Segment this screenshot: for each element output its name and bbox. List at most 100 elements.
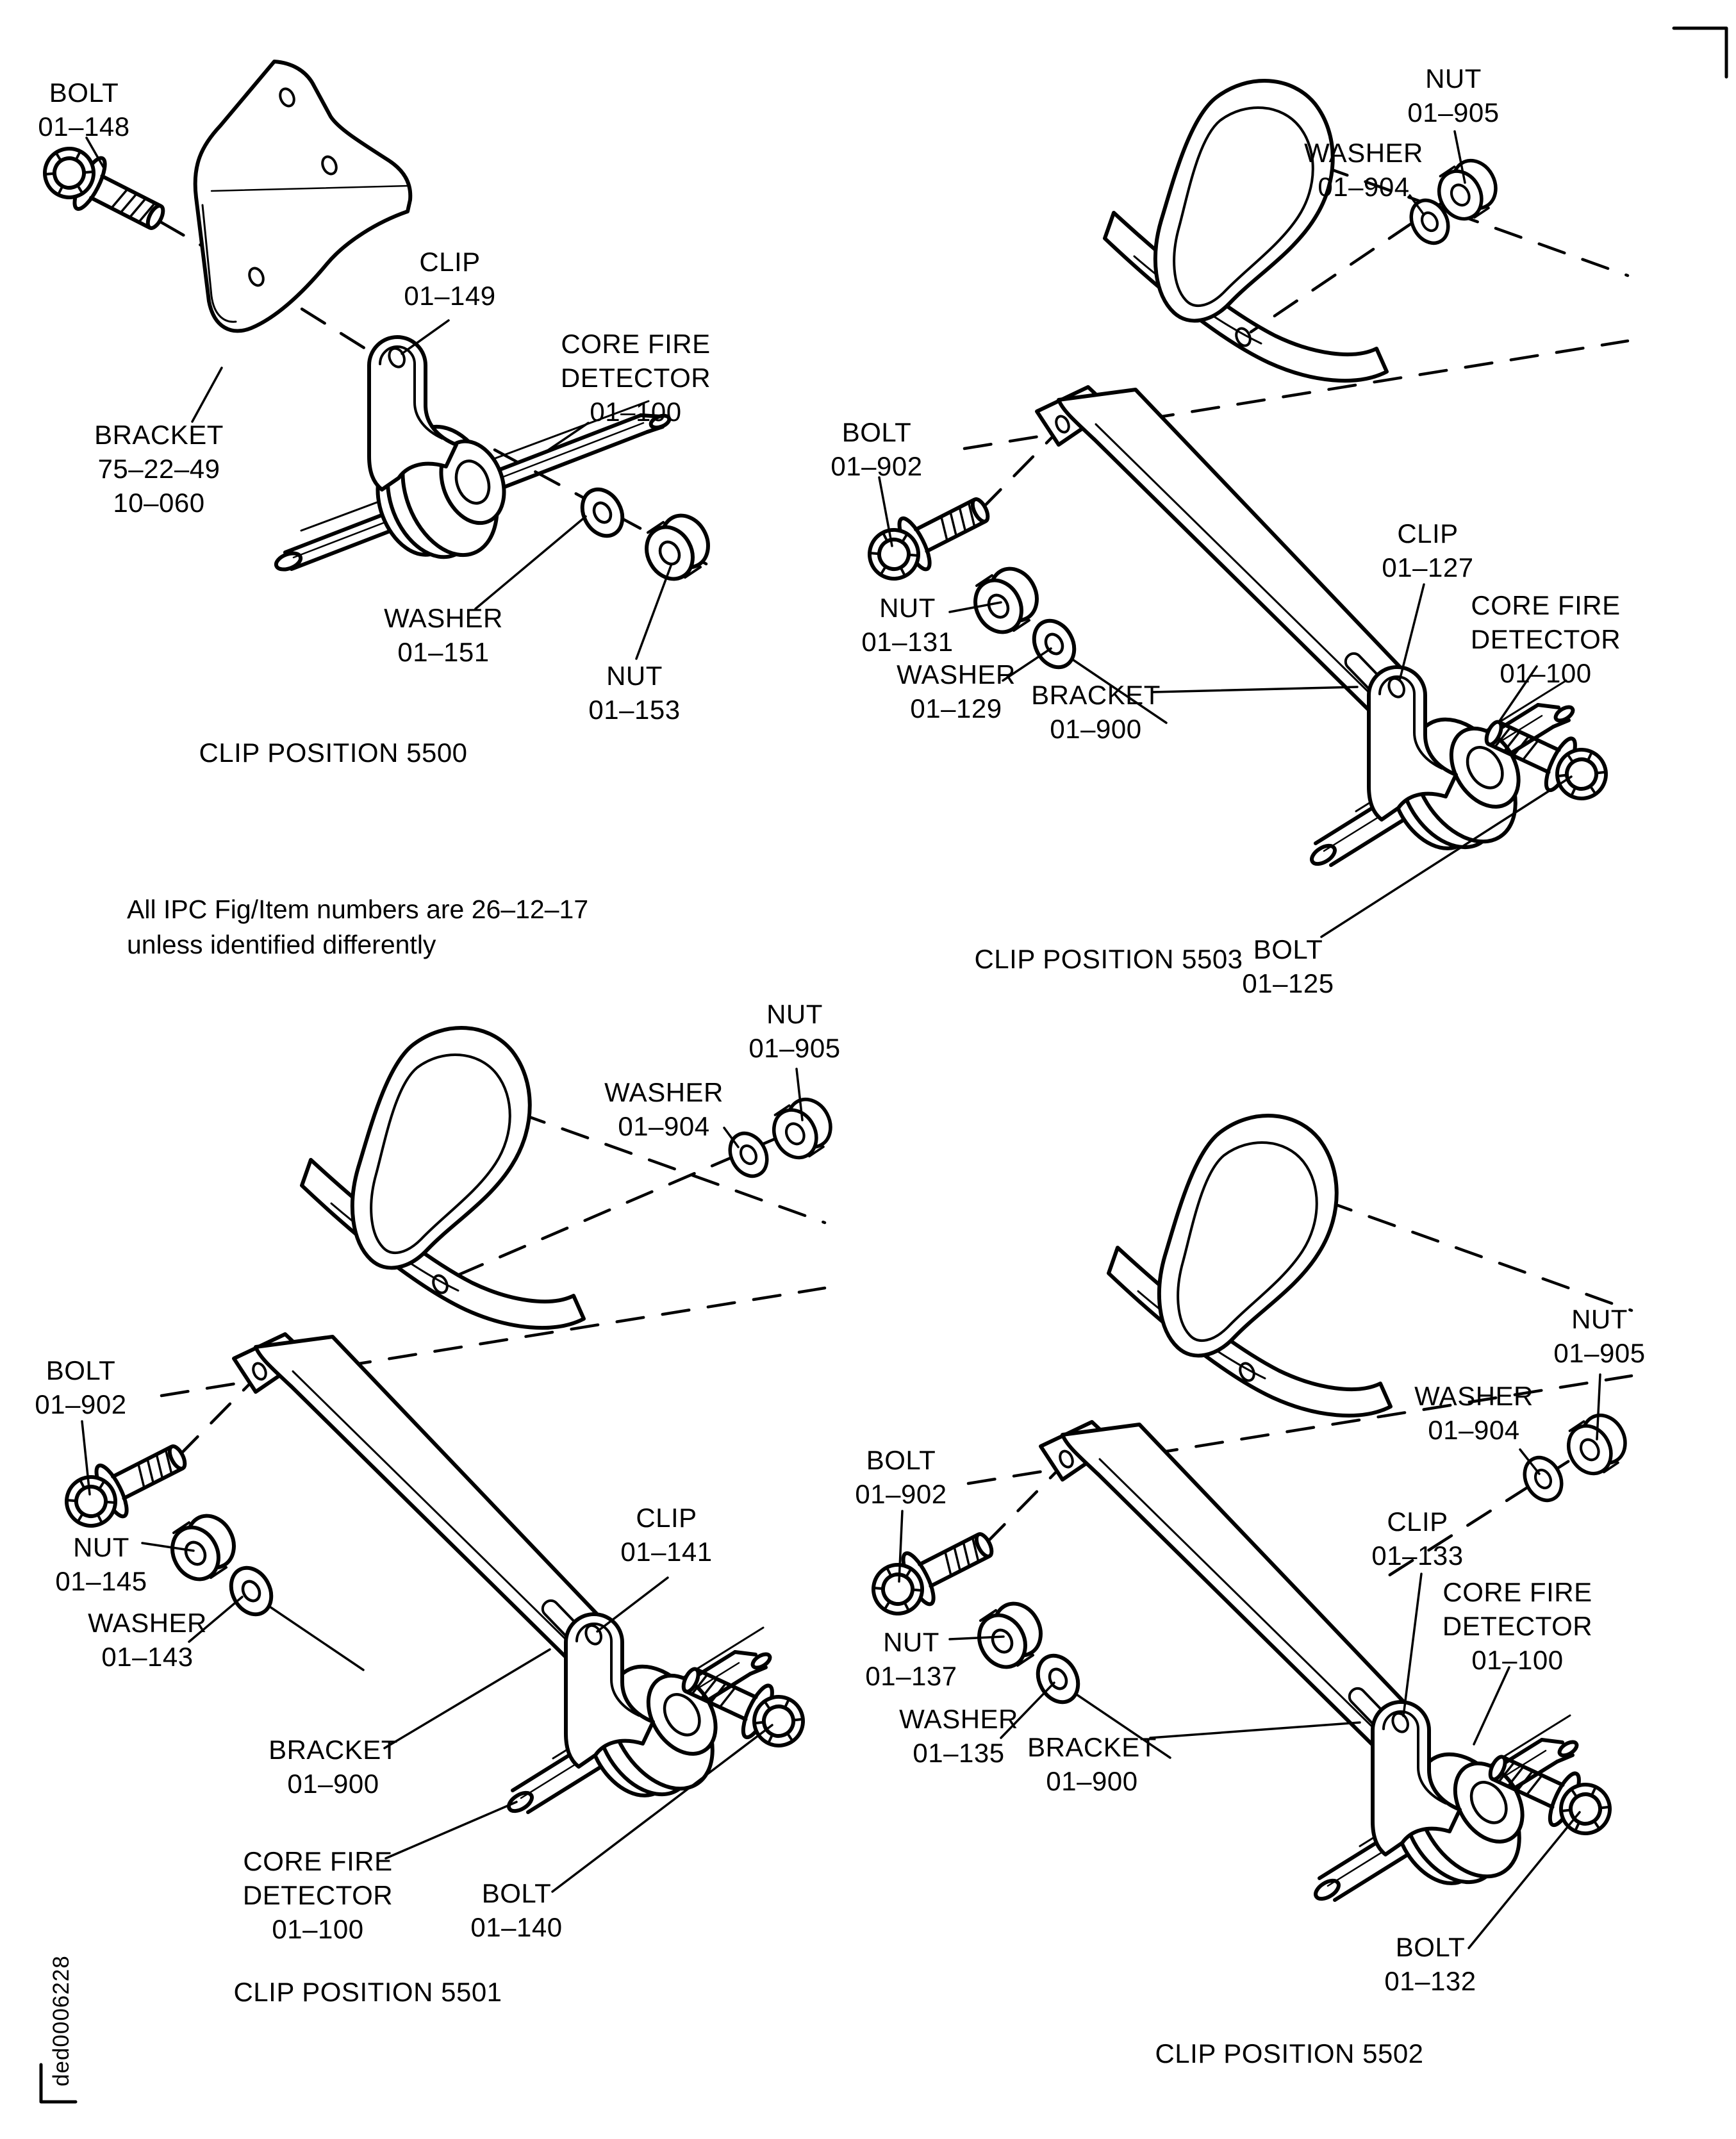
label-line: DETECTOR: [242, 1880, 393, 1910]
q5503-position-title: CLIP POSITION 5503: [974, 944, 1243, 974]
q5501-nut-top-label: NUT 01–905: [748, 997, 840, 1065]
label-line: BOLT: [1395, 1932, 1466, 1962]
leader-lines: [81, 1068, 804, 1893]
label-line: 01–904: [1428, 1415, 1520, 1445]
label-line: 01–148: [38, 111, 130, 142]
q5502-bolt-right-label: BOLT 01–132: [1384, 1930, 1476, 1998]
leader-lines: [898, 1373, 1601, 1949]
document-id: ded0006228: [49, 1955, 74, 2086]
bracket-hole: [321, 155, 338, 176]
label-line: 01–100: [590, 397, 682, 427]
q5500-bolt-label: BOLT 01–148: [38, 76, 129, 144]
label-line: 01–141: [620, 1537, 713, 1567]
label-line: 01–904: [618, 1111, 710, 1141]
q5501-bracket-label: BRACKET 01–900: [269, 1733, 398, 1801]
q5500-nut-label: NUT 01–153: [588, 659, 680, 727]
q5501-bolt-right-label: BOLT 01–140: [470, 1876, 562, 1944]
corner-marks: [39, 26, 1728, 2104]
q5503-core-fire-detector-label: CORE FIRE DETECTOR 01–100: [1471, 588, 1621, 690]
label-line: NUT: [1571, 1304, 1628, 1334]
bracket-plate: [193, 60, 413, 333]
label-line: NUT: [883, 1627, 939, 1657]
label-line: BOLT: [866, 1445, 936, 1475]
q5502-washer-top-label: WASHER 01–904: [1414, 1379, 1533, 1447]
label-line: CLIP: [419, 247, 481, 277]
note-line: All IPC Fig/Item numbers are 26–12–17: [127, 895, 589, 924]
label-line: 10–060: [113, 488, 205, 518]
q5502-bracket-label: BRACKET 01–900: [1027, 1730, 1157, 1798]
bracket-hole: [279, 87, 295, 108]
q5500-clip-label: CLIP 01–149: [404, 245, 495, 313]
label-line: BOLT: [841, 417, 912, 447]
q5503-washer-label: WASHER 01–129: [897, 657, 1016, 725]
q5500-drawing: [35, 60, 717, 660]
q5502-washer-label: WASHER 01–135: [899, 1702, 1018, 1770]
bracket-hole: [248, 267, 265, 287]
label-line: 01–151: [397, 637, 490, 667]
q5501-bolt-left-label: BOLT 01–902: [35, 1353, 126, 1421]
label-line: 01–135: [913, 1738, 1005, 1768]
label-line: CORE FIRE: [561, 329, 711, 359]
label-line: WASHER: [88, 1608, 207, 1638]
q5502-overlay: [898, 1373, 1633, 1949]
label-line: 01–905: [1553, 1338, 1646, 1368]
q5501-overlay: [81, 1068, 839, 1893]
label-line: WASHER: [384, 603, 503, 633]
label-line: BOLT: [481, 1878, 552, 1908]
label-line: 01–100: [1471, 1645, 1564, 1675]
label-line: BOLT: [49, 78, 119, 108]
label-line: 01–900: [287, 1769, 379, 1799]
leader-lines: [878, 130, 1573, 938]
label-line: NUT: [606, 661, 663, 691]
label-line: 01–137: [865, 1661, 957, 1691]
corner-mark-top-right: [1672, 26, 1728, 79]
q5500-core-fire-detector-label: CORE FIRE DETECTOR 01–100: [561, 327, 711, 429]
q5502-clip-label: CLIP 01–133: [1371, 1505, 1463, 1573]
corner-mark-bottom-left: [39, 2063, 78, 2104]
q5503-bolt-right-label: BOLT 01–125: [1242, 932, 1334, 1000]
q5501-nut-label: NUT 01–145: [55, 1530, 147, 1598]
leader-lines: [85, 136, 673, 660]
label-line: BOLT: [45, 1355, 116, 1385]
q5503-nut-top-label: NUT 01–905: [1407, 62, 1499, 129]
q5503-bolt-left-label: BOLT 01–902: [831, 415, 922, 483]
label-line: 01–149: [404, 281, 496, 311]
label-line: CORE FIRE: [1443, 1577, 1592, 1607]
label-line: NUT: [73, 1532, 129, 1562]
label-line: 01–145: [55, 1566, 147, 1596]
q5502-nut-label: NUT 01–137: [865, 1625, 957, 1693]
label-line: CLIP: [1397, 518, 1459, 549]
label-line: BRACKET: [1031, 680, 1161, 710]
q5503-clip-label: CLIP 01–127: [1382, 516, 1473, 584]
q5502-bolt-left-label: BOLT 01–902: [855, 1443, 947, 1511]
q5501-core-fire-detector-label: CORE FIRE DETECTOR 01–100: [243, 1844, 393, 1946]
label-line: BOLT: [1253, 934, 1323, 964]
label-line: 01–100: [1500, 658, 1592, 688]
label-line: 01–905: [748, 1033, 841, 1063]
label-line: BRACKET: [1027, 1732, 1157, 1762]
q5502-position-title: CLIP POSITION 5502: [1155, 2038, 1424, 2069]
label-line: 75–22–49: [97, 454, 220, 484]
q5503-overlay: [878, 130, 1573, 938]
label-line: CORE FIRE: [243, 1846, 393, 1876]
label-line: DETECTOR: [1470, 624, 1621, 654]
q5502-core-fire-detector-label: CORE FIRE DETECTOR 01–100: [1443, 1575, 1592, 1677]
q5503-washer-top-label: WASHER 01–904: [1304, 136, 1423, 204]
label-line: NUT: [879, 593, 936, 623]
label-line: DETECTOR: [560, 363, 711, 393]
q5500-position-title: CLIP POSITION 5500: [199, 738, 468, 768]
label-line: WASHER: [899, 1704, 1018, 1734]
q5501-position-title: CLIP POSITION 5501: [233, 1977, 502, 2007]
label-line: 01–902: [855, 1479, 947, 1509]
q5501-clip-label: CLIP 01–141: [620, 1501, 712, 1569]
label-line: BRACKET: [94, 420, 224, 450]
q5501-washer-top-label: WASHER 01–904: [604, 1075, 723, 1143]
label-line: 01–132: [1384, 1966, 1476, 1996]
q5502-assembly: [863, 1116, 1632, 1910]
label-line: 01–133: [1371, 1540, 1464, 1571]
q5503-nut-label: NUT 01–131: [861, 591, 953, 659]
note-line: unless identified differently: [127, 930, 436, 959]
q5501-assembly: [56, 1028, 825, 1822]
label-line: 01–143: [101, 1642, 194, 1672]
